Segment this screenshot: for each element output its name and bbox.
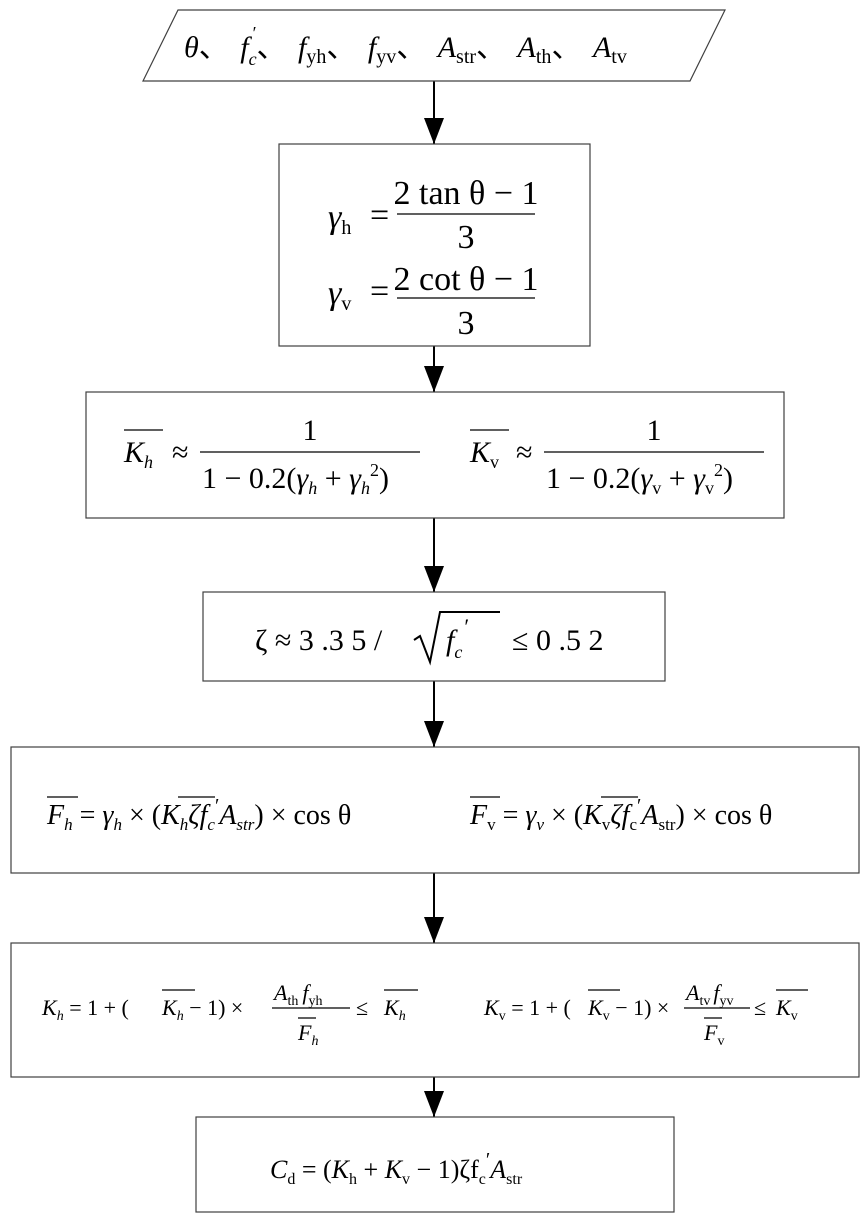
kv-bar-term: Kv − 1) × [587,995,669,1024]
input-parallelogram: θ、 fc′、 fyh、 fyv、 Astr、 Ath、 Atv [142,9,726,82]
kh-bar-term: Kh − 1) × [161,995,243,1024]
gamma-h-denominator: 3 [458,219,475,256]
arrowhead-4 [424,721,444,747]
kv-lhs: Kv = 1 + ( [483,995,571,1024]
cd-equation: Cd = (Kh + Kv − 1)ζfc′Astr [270,1149,523,1188]
k-rect [10,942,860,1078]
gamma-box: γh = 2 tan θ − 1 3 γv = 2 cot θ − 1 3 [278,143,591,347]
kv-bound: Kv [775,995,798,1024]
gamma-v-denominator: 3 [458,305,475,342]
kv-numerator: 1 [647,414,662,447]
fv-bar-equation: Fv = γv × (Kvζfc′Astr) × cos θ [469,795,772,834]
kh-denominator: 1 − 0.2(γh + γh2) [202,460,389,498]
kv-bar-symbol: Kv [469,436,499,472]
kv-approx: ≈ [516,436,532,469]
kh-numerator: 1 [303,414,318,447]
kh-le: ≤ [356,995,368,1020]
input-variables: θ、 fc′、 fyh、 fyv、 Astr、 Ath、 Atv [184,23,627,69]
kh-lhs: Kh = 1 + ( [41,995,129,1024]
arrowhead-2 [424,366,444,392]
zeta-rhs: ≤ 0 .5 2 [512,624,603,657]
gamma-h-lhs: γh [328,199,351,239]
kh-bound: Kh [383,995,406,1024]
zeta-box: ζ ≈ 3 .3 5 / fc′ ≤ 0 .5 2 [202,591,666,682]
gamma-h-numerator: 2 tan θ − 1 [394,175,539,212]
arrowhead-5 [424,917,444,943]
cd-box: Cd = (Kh + Kv − 1)ζfc′Astr [195,1116,675,1213]
cd-rect [195,1116,675,1213]
fbar-box: Fh = γh × (Khζfc′Astr) × cos θ Fv = γv ×… [10,746,860,874]
fbar-rect [10,746,860,874]
gamma-rect [278,143,591,347]
fh-bar-equation: Fh = γh × (Khζfc′Astr) × cos θ [46,795,351,834]
kv-le: ≤ [754,995,766,1020]
kv-ratio-denominator: Fv [703,1020,724,1049]
kh-ratio-denominator: Fh [297,1020,318,1049]
zeta-rect [202,591,666,682]
kh-bar-symbol: Kh [123,436,153,472]
gamma-v-numerator: 2 cot θ − 1 [394,261,539,298]
arrowhead-3 [424,566,444,592]
arrowhead-1 [424,118,444,144]
sqrt-sign [413,611,500,666]
gamma-v-lhs: γv [328,275,351,315]
gamma-v-equals: = [370,273,389,310]
gamma-h-equals: = [370,197,389,234]
kv-denominator: 1 − 0.2(γv + γv2) [546,460,733,498]
arrowhead-6 [424,1091,444,1117]
connectors [424,81,444,1117]
kbar-rect [85,391,785,519]
kbar-box: Kh ≈ 1 1 − 0.2(γh + γh2) Kv ≈ 1 1 − 0.2(… [85,391,785,519]
zeta-lhs: ζ ≈ 3 .3 5 / [255,624,383,657]
kh-approx: ≈ [172,436,188,469]
input-shape [142,9,726,82]
